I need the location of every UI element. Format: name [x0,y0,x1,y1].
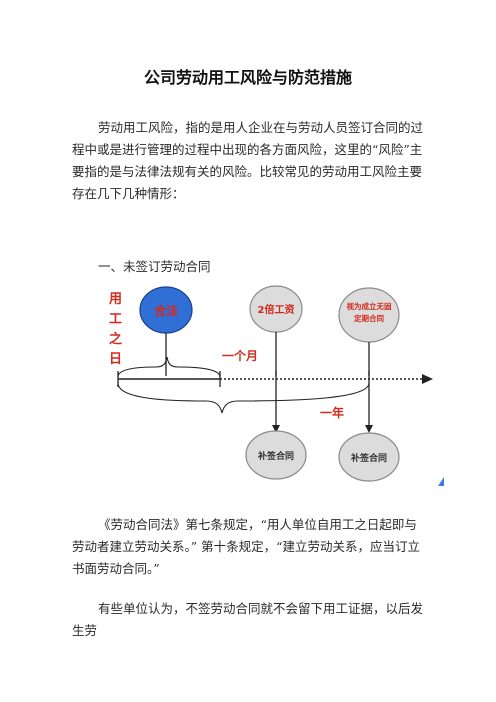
section-heading-1: 一、未签订劳动合同 [98,259,211,274]
legal-label: 合法 [154,303,178,318]
sign-contract-2-circle [338,432,400,482]
one-year-label: 一年 [320,405,344,420]
last-paragraph: 有些单位认为，不签劳动合同就不会留下用工证据，以后发生劳 [72,601,424,638]
start-date-label-char-1: 用 [108,292,122,307]
start-date-label-char-4: 日 [109,352,122,367]
timeline-arrow-icon [422,374,433,384]
one-year-brace [117,382,370,414]
sign-contract-2-arrow-icon [365,425,373,433]
intro-paragraph: 劳动用工风险，指的是用人企业在与劳动人员签订合同的过程中或是进行管理的过程中出现… [72,120,424,201]
sign-contract-1-arrow-icon [272,425,280,433]
one-month-brace [117,356,221,378]
law-quote-paragraph: 《劳动合同法》第七条规定，“用人单位自用工之日起即与劳动者建立劳动关系。” 第十… [72,517,421,576]
sign-contract-2-label: 补签合同 [350,452,387,464]
page-title: 公司劳动用工风险与防范措施 [143,68,352,87]
open-contract-label-line-2: 定期合同 [354,313,384,323]
start-date-label-char-2: 工 [109,312,122,327]
corner-mark-icon [438,477,444,486]
double-wage-label: 2倍工资 [258,303,295,316]
one-month-label: 一个月 [222,348,258,363]
open-contract-label-line-1: 视为成立无固 [347,301,392,311]
sign-contract-1-circle [245,430,307,480]
sign-contract-1-label: 补签合同 [257,450,294,462]
labor-contract-timeline-diagram: 用 工 之 日 合法 2倍工资 视为成立无固 定期合同 一个月 一年 [108,285,444,486]
start-date-label-char-3: 之 [109,331,122,347]
